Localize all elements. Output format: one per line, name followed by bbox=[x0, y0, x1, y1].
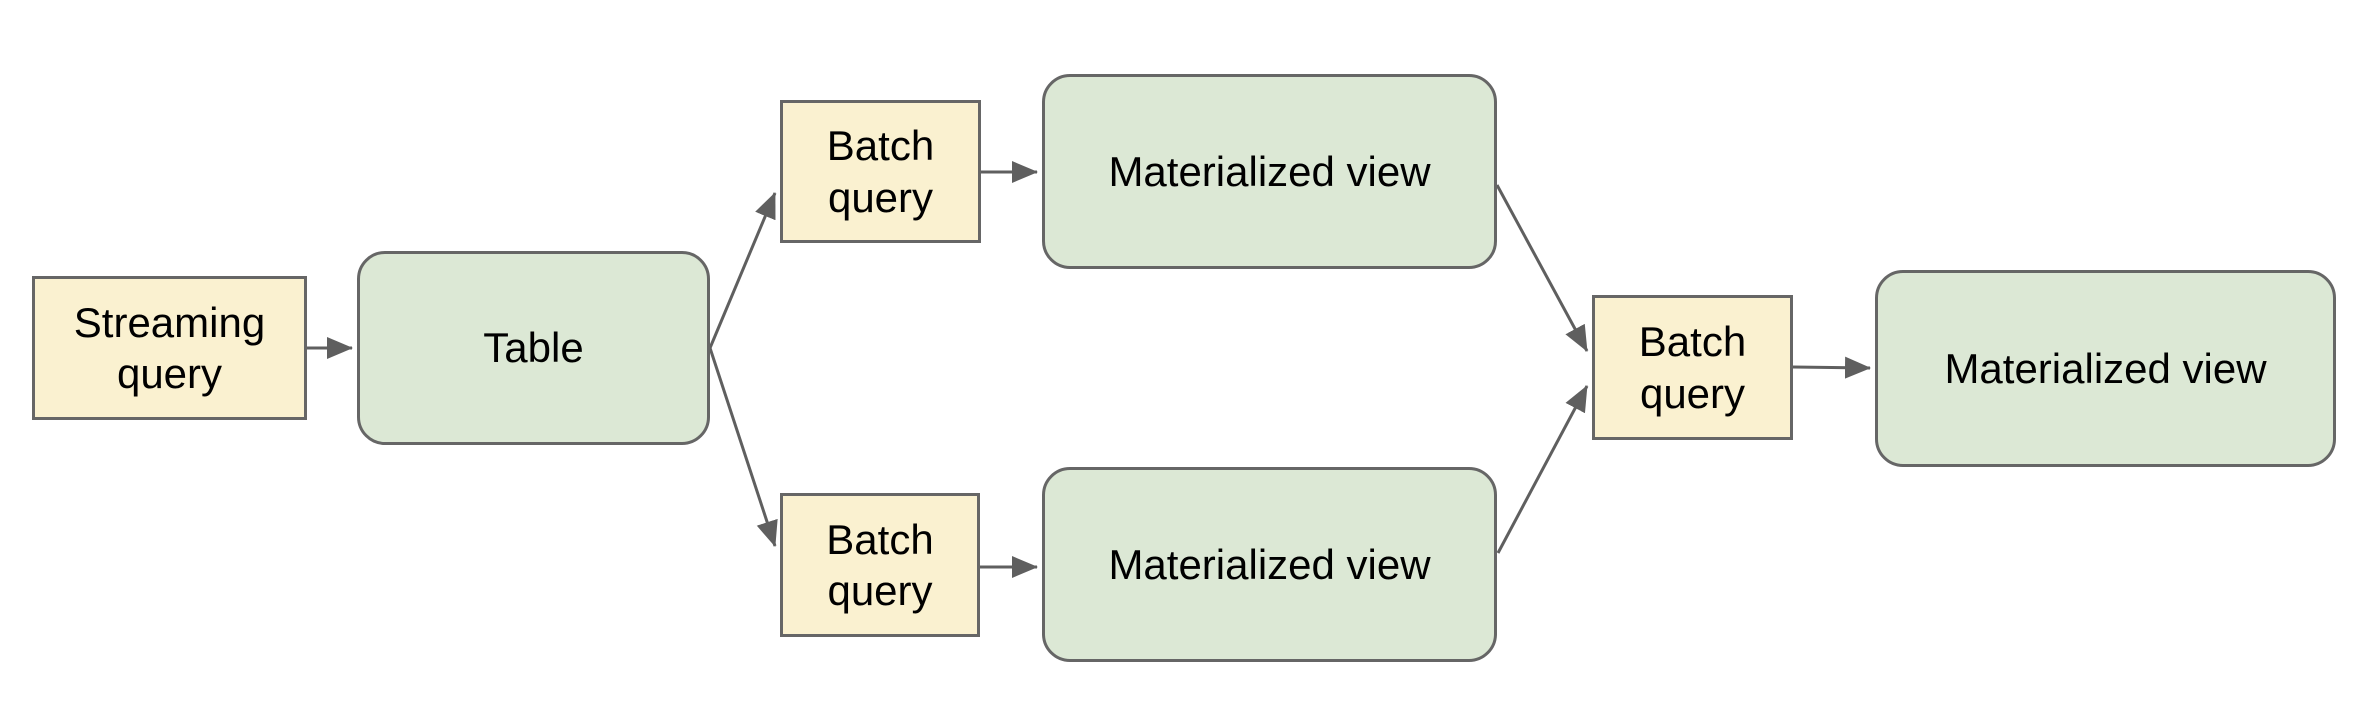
node-materialized-view-final: Materialized view bbox=[1875, 270, 2336, 467]
node-label-batch-query-bottom: Batch query bbox=[826, 515, 934, 614]
edge-materialized-view-top-to-batch-query-mid bbox=[1495, 184, 1589, 352]
node-label-table: Table bbox=[483, 324, 584, 372]
edge-materialized-view-bottom-to-batch-query-mid bbox=[1496, 385, 1589, 554]
node-label-batch-query-mid: Batch query bbox=[1638, 318, 1747, 417]
node-label-materialized-view-final: Materialized view bbox=[1944, 344, 2267, 392]
node-materialized-view-top: Materialized view bbox=[1042, 74, 1497, 269]
node-materialized-view-bottom: Materialized view bbox=[1042, 467, 1497, 662]
node-batch-query-mid: Batch query bbox=[1592, 295, 1793, 440]
edge-batch-query-mid-to-materialized-view-final bbox=[1792, 356, 1871, 379]
node-label-batch-query-top: Batch query bbox=[826, 122, 935, 221]
node-batch-query-bottom: Batch query bbox=[780, 493, 980, 637]
node-label-materialized-view-top: Materialized view bbox=[1108, 147, 1431, 195]
edge-table-to-batch-query-top bbox=[708, 192, 777, 349]
node-table: Table bbox=[357, 251, 710, 445]
node-label-materialized-view-bottom: Materialized view bbox=[1108, 540, 1431, 588]
node-batch-query-top: Batch query bbox=[780, 100, 981, 243]
edge-table-to-batch-query-bottom bbox=[708, 347, 778, 547]
node-label-streaming-query: Streaming query bbox=[73, 298, 266, 397]
node-streaming-query: Streaming query bbox=[32, 276, 307, 420]
